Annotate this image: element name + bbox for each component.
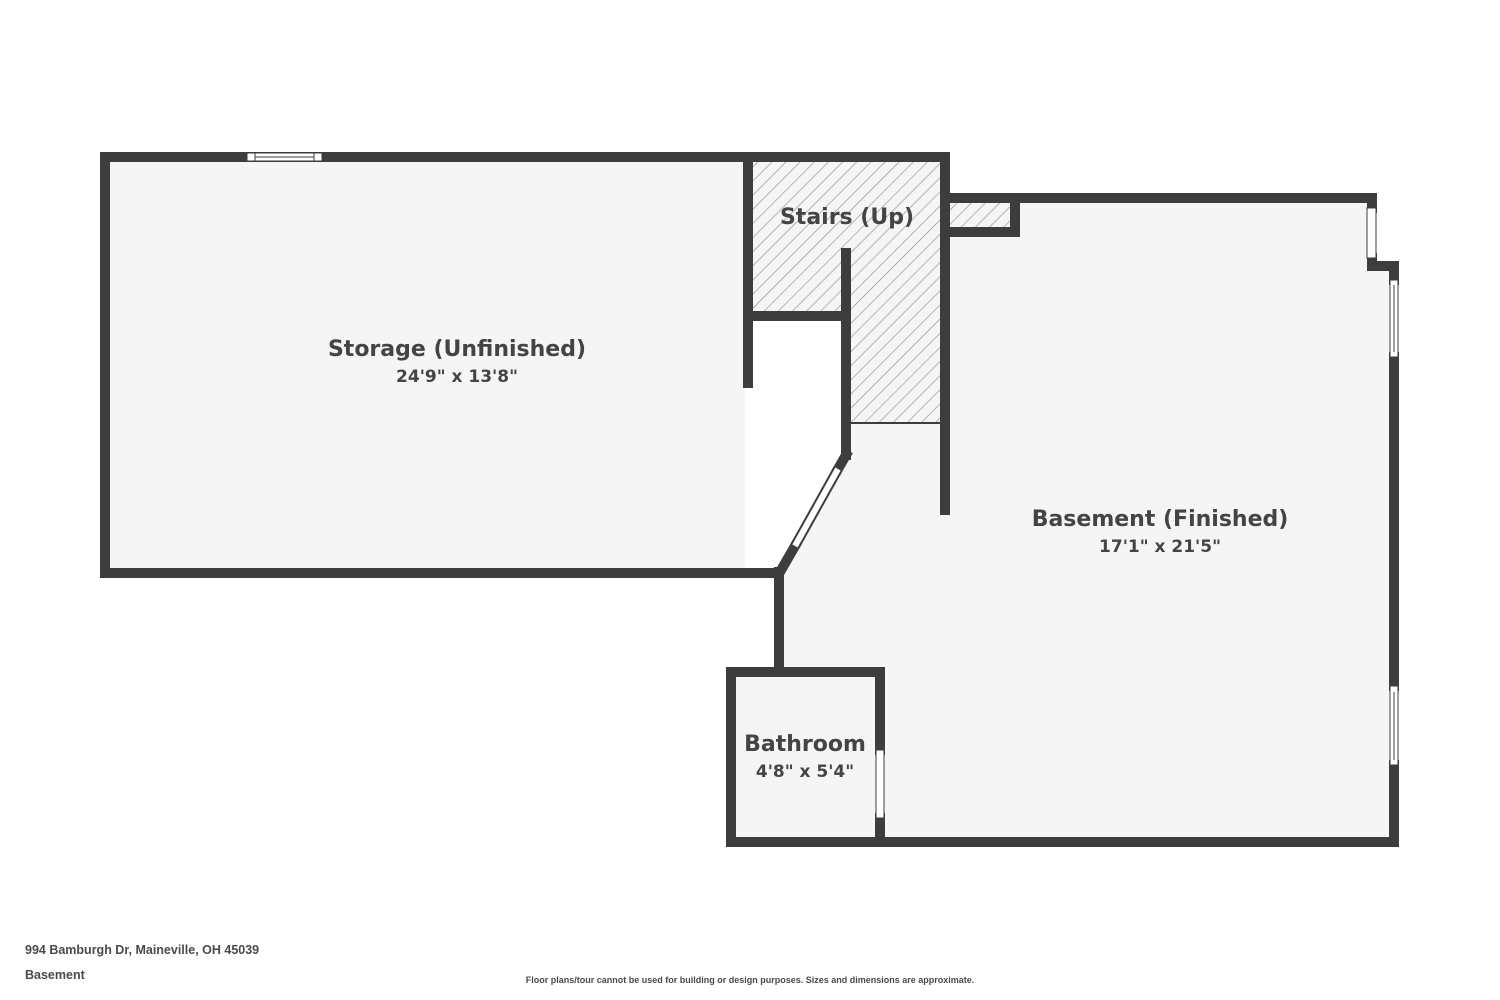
bathroom-room-dims: 4'8" x 5'4" xyxy=(756,762,854,782)
basement-floor xyxy=(780,198,1395,840)
bathroom-floor xyxy=(731,672,880,840)
bathroom-room-name: Bathroom xyxy=(744,732,866,757)
windows xyxy=(246,152,1399,819)
basement-room-dims: 17'1" x 21'5" xyxy=(1099,537,1221,557)
disclaimer-text: Floor plans/tour cannot be used for buil… xyxy=(525,975,975,985)
stairs-label: Stairs (Up) xyxy=(780,205,914,230)
basement-room-name: Basement (Finished) xyxy=(1032,507,1289,532)
property-address: 994 Bamburgh Dr, Maineville, OH 45039 xyxy=(25,943,260,957)
storage-floor xyxy=(105,158,745,573)
walls xyxy=(100,152,1399,847)
storage-room-dims: 24'9" x 13'8" xyxy=(396,367,518,387)
diagonal-door xyxy=(790,466,843,549)
basement-corner-opening xyxy=(1366,207,1377,259)
storage-room-name: Storage (Unfinished) xyxy=(328,337,586,362)
bathroom-door-opening xyxy=(875,749,885,819)
floor-areas xyxy=(105,158,1395,840)
floor-level-label: Basement xyxy=(25,968,85,982)
